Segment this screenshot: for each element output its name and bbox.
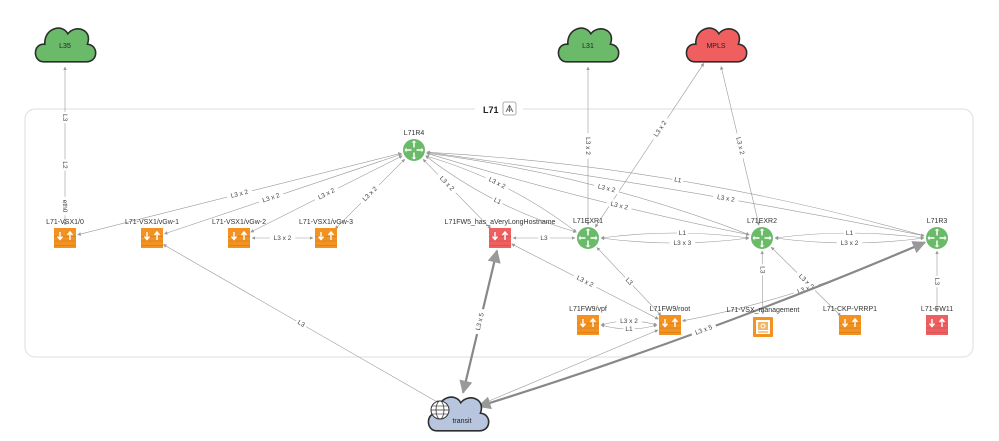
link-fw9vpf-fw9root[interactable]: L3 x 2: [600, 316, 658, 326]
firewall-icon: [839, 315, 861, 335]
node-vgw3[interactable]: L71-VSX1/vGw-3: [299, 219, 353, 248]
firewall-icon: [228, 228, 250, 248]
link-label: L1: [625, 326, 633, 333]
group-collapse-icon[interactable]: [502, 101, 517, 116]
link-label: L3 x 3: [674, 240, 692, 247]
node-fw5[interactable]: L71FW5_has_aVeryLongHostname: [445, 219, 556, 248]
link-label: L3 x 2: [734, 137, 745, 156]
link-exr2-r3[interactable]: L1: [774, 228, 925, 240]
node-vsxmgmt[interactable]: L71-VSX_management: [727, 307, 800, 337]
link-label: L3 x 2: [584, 137, 591, 155]
firewall-icon: [659, 315, 681, 335]
firewall-icon: [926, 315, 948, 335]
link-fw9vpf-fw9root[interactable]: L1: [600, 324, 658, 333]
link-label: L3 x 2: [597, 183, 616, 194]
cloud-l31[interactable]: L31: [557, 27, 620, 63]
node-label: L71-VSX1/vGw-2: [212, 219, 266, 226]
router-icon: [403, 139, 425, 161]
link-label: L3: [759, 266, 766, 274]
link-label: L3 x 2: [230, 189, 249, 200]
link-label: L3: [61, 114, 68, 122]
node-label: L71-VSX1/vGw-3: [299, 219, 353, 226]
firewall-icon: [577, 315, 599, 335]
node-vgw2[interactable]: L71-VSX1/vGw-2: [212, 219, 266, 248]
node-exr2[interactable]: L71EXR2: [747, 218, 777, 249]
link-label: L3 x 2: [262, 192, 281, 204]
node-label: L71R4: [404, 130, 425, 137]
firewall-icon: [54, 228, 76, 248]
link-label: L3: [933, 278, 940, 286]
node-label: L71FW5_has_aVeryLongHostname: [445, 219, 556, 226]
node-r3[interactable]: L71R3: [926, 218, 948, 249]
globe-icon: [430, 400, 450, 420]
link-vgw1-transit[interactable]: L3: [162, 244, 440, 404]
link-label: L3: [540, 235, 548, 242]
link-r4-r3[interactable]: L3 x 2: [426, 150, 925, 237]
node-label: L71EXR1: [573, 218, 603, 225]
node-label: L71FW9/vpf: [569, 306, 607, 313]
link-label: L3 x 5: [475, 312, 486, 331]
node-fw9root[interactable]: L71FW9/root: [650, 306, 691, 335]
link-exr2-vsxmgmt[interactable]: L3: [758, 250, 768, 315]
node-label: L71-CKP-VRRP1: [823, 306, 877, 313]
node-exr1[interactable]: L71EXR1: [573, 218, 603, 249]
link-L31-exr1[interactable]: L3 x 2: [584, 66, 593, 226]
node-r4[interactable]: L71R4: [403, 130, 425, 161]
link-fw5-exr1[interactable]: L3: [512, 233, 576, 242]
node-label: L71-FW11: [921, 306, 953, 313]
node-label: L71FW9/root: [650, 306, 691, 313]
firewall-icon: [315, 228, 337, 248]
link-exr2-r3[interactable]: L3 x 2: [774, 236, 925, 247]
cloud-label: L31: [582, 43, 594, 50]
router-icon: [577, 227, 599, 249]
router-icon: [751, 227, 773, 249]
node-fw11[interactable]: L71-FW11: [921, 306, 953, 335]
firewall-icon: [141, 228, 163, 248]
node-label: L71EXR2: [747, 218, 777, 225]
link-fw9root-transit[interactable]: [477, 329, 659, 406]
link-exr1-exr2[interactable]: L3 x 3: [600, 236, 750, 247]
link-label: L3 x 5: [694, 324, 713, 337]
firewall-icon: [489, 228, 511, 248]
router-icon: [926, 227, 948, 249]
node-fw9vpf[interactable]: L71FW9/vpf: [569, 306, 607, 335]
node-label: L71R3: [927, 218, 948, 225]
node-label: L71-VSX1/vGw-1: [125, 219, 179, 226]
link-label: L3: [296, 319, 306, 329]
link-label: L1: [679, 230, 687, 237]
node-vgw1[interactable]: L71-VSX1/vGw-1: [125, 219, 179, 248]
link-label: eth0: [61, 200, 68, 213]
link-fw5-transit[interactable]: L3 x 5: [459, 249, 501, 394]
link-label: L1: [846, 230, 854, 237]
cloud-mpls[interactable]: MPLS: [685, 27, 748, 63]
link-exr1-exr2[interactable]: L1: [600, 228, 750, 240]
group-title: L71: [483, 105, 499, 115]
link-label: L3 x 2: [620, 318, 638, 325]
node-ckp[interactable]: L71-CKP-VRRP1: [823, 306, 877, 335]
management-server-icon: [753, 317, 773, 337]
node-vsx10[interactable]: L71-VSX1/0: [46, 219, 84, 248]
node-label: L71-VSX_management: [727, 307, 800, 314]
link-label: L3 x 2: [841, 240, 859, 247]
cloud-l35[interactable]: L35: [34, 27, 97, 63]
cloud-transit[interactable]: transit: [427, 396, 490, 432]
cloud-label: transit: [452, 418, 471, 425]
node-label: L71-VSX1/0: [46, 219, 84, 226]
link-label: L3 x 2: [610, 201, 629, 212]
link-label: L2: [61, 161, 68, 169]
link-r3-fw11[interactable]: L3: [933, 250, 942, 313]
link-label: L3 x 2: [717, 194, 736, 204]
link-label: L3 x 2: [274, 235, 292, 242]
cloud-label: L35: [59, 43, 71, 50]
link-vgw2-vgw3[interactable]: L3 x 2: [251, 233, 314, 242]
cloud-label: MPLS: [706, 43, 725, 50]
